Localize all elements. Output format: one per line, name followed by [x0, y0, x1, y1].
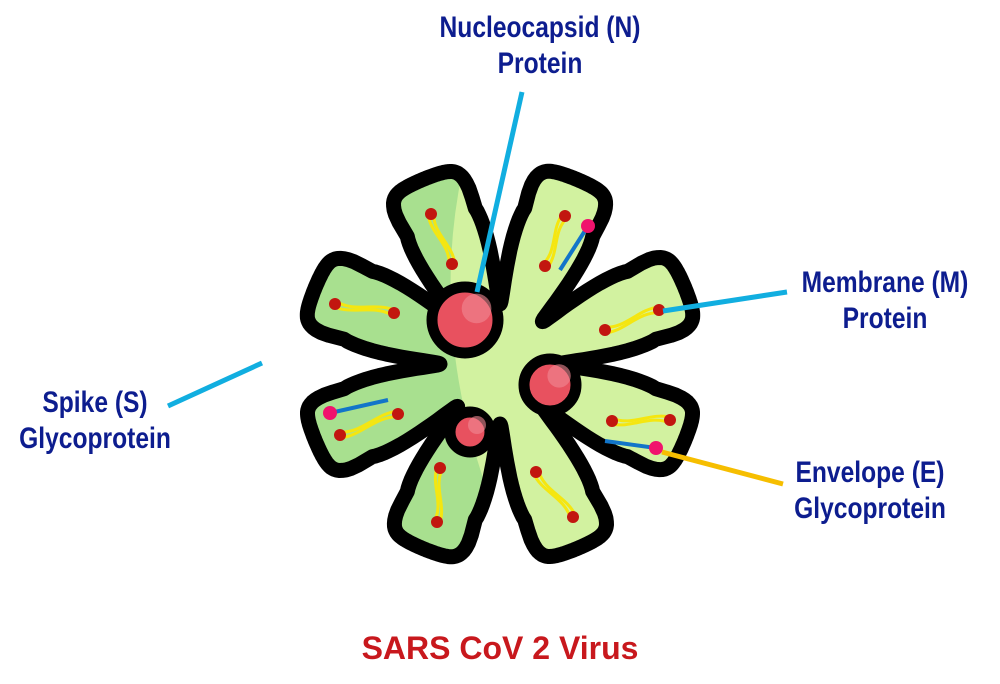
membrane-icon — [329, 298, 400, 319]
membrane-icon — [539, 210, 571, 272]
envelope-icon — [558, 219, 595, 272]
membrane-icon — [425, 208, 458, 270]
nucleocapsid-icon — [426, 281, 504, 359]
spike-label: Spike (S) Glycoprotein — [9, 385, 181, 457]
spike-label-line2: Glycoprotein — [19, 422, 171, 455]
envelope-pointer-line — [661, 449, 784, 487]
envelope-label: Envelope (E) Glycoprotein — [763, 455, 976, 527]
nucleocapsid-pointer-line — [474, 91, 525, 293]
membrane-icon — [606, 414, 676, 427]
membrane-label: Membrane (M) Protein — [783, 265, 988, 337]
envelope-label-line1: Envelope (E) — [795, 456, 945, 489]
virus-envelope-body — [307, 171, 693, 557]
virus-outline — [299, 163, 701, 565]
surface-proteins — [323, 208, 676, 528]
envelope-icon — [604, 439, 663, 455]
virus-icon — [299, 163, 701, 565]
diagram-caption: SARS CoV 2 Virus — [361, 630, 639, 666]
membrane-icon — [431, 462, 446, 528]
spike-label-line1: Spike (S) — [42, 386, 148, 419]
spike-icon — [323, 398, 389, 420]
membrane-label-line1: Membrane (M) — [801, 266, 969, 299]
spike-pointer-line — [166, 360, 264, 409]
nucleocapsid-label-line1: Nucleocapsid (N) — [439, 11, 641, 44]
membrane-icon — [599, 304, 665, 336]
nucleocapsid-icon — [444, 406, 496, 458]
membrane-icon — [334, 408, 404, 441]
nucleocapsid-icon — [518, 353, 582, 417]
nucleocapsid-particles — [426, 281, 582, 458]
label-pointers — [166, 91, 788, 487]
nucleocapsid-label: Nucleocapsid (N) Protein — [425, 10, 655, 82]
envelope-label-line2: Glycoprotein — [794, 492, 946, 525]
membrane-pointer-line — [662, 289, 788, 314]
nucleocapsid-label-line2: Protein — [497, 47, 583, 80]
membrane-icon — [530, 466, 579, 523]
membrane-label-line2: Protein — [842, 302, 928, 335]
